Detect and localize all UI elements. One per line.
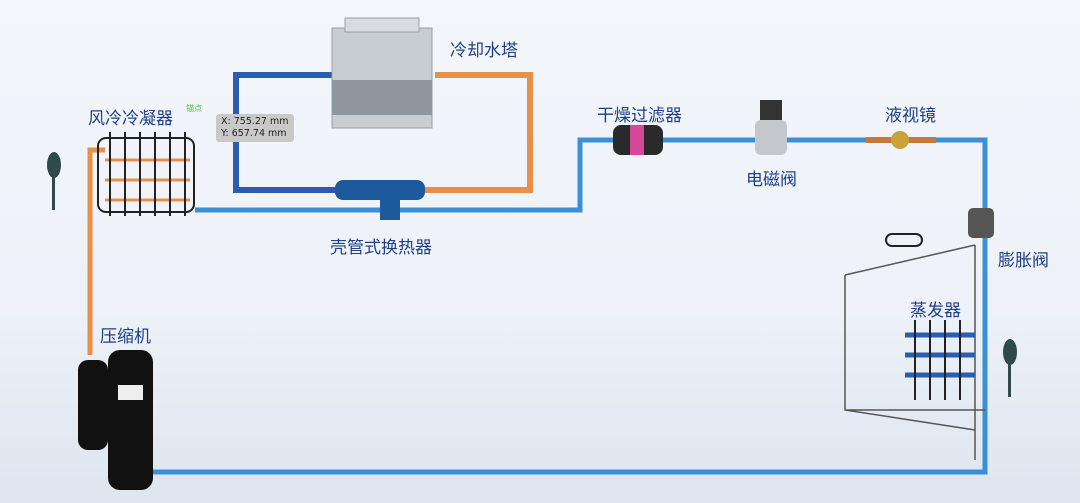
compressor-image — [78, 350, 153, 490]
evaporator-frame — [844, 244, 985, 460]
compressor-label: 压缩机 — [100, 327, 151, 347]
tooltip-x: X: 755.27 mm — [221, 116, 289, 127]
air-condenser-label: 风冷冷凝器 — [88, 109, 173, 129]
water-pipe-hot — [420, 72, 533, 193]
liquid-line — [195, 137, 988, 230]
shell-tube-exchanger-image — [335, 180, 425, 220]
expansion-valve-label: 膨胀阀 — [998, 251, 1049, 271]
cooling-tower-image — [331, 17, 433, 129]
sight-glass-label: 液视镜 — [885, 106, 936, 126]
tree-icon — [47, 152, 61, 210]
suction-line — [150, 230, 988, 475]
tree-icon — [1003, 339, 1017, 397]
filter-drier-label: 干燥过滤器 — [597, 106, 682, 126]
expansion-valve-image — [885, 208, 994, 247]
evaporator-image — [905, 320, 975, 400]
sight-glass-image — [866, 131, 936, 149]
anchor-label: 锚点 — [186, 104, 202, 113]
discharge-line — [87, 147, 105, 355]
solenoid-valve-label: 电磁阀 — [746, 170, 797, 190]
evaporator-label: 蒸发器 — [910, 301, 961, 321]
shell-tube-label: 壳管式换热器 — [330, 238, 432, 258]
tooltip-y: Y: 657.74 mm — [221, 128, 287, 139]
solenoid-valve-image — [755, 100, 787, 155]
cooling-tower-label: 冷却水塔 — [450, 41, 518, 61]
air-condenser-image — [97, 132, 195, 216]
